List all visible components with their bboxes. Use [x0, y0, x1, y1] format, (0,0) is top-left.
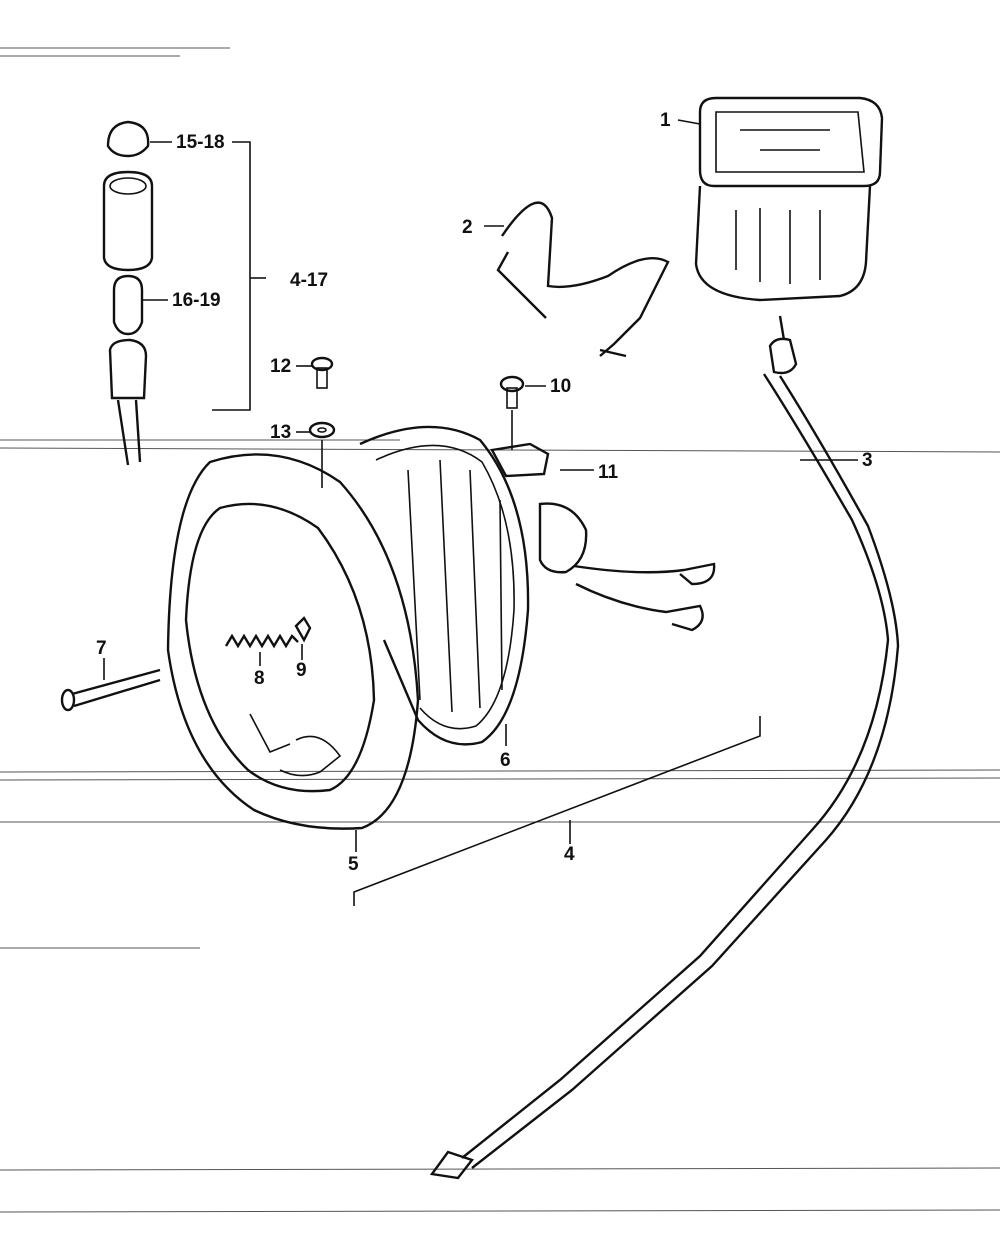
headlight-unit-6	[359, 425, 716, 746]
mount-bracket-11	[490, 442, 550, 478]
callout-7: 7	[96, 638, 107, 659]
callout-6: 6	[500, 750, 511, 771]
callout-4-17: 4-17	[290, 270, 328, 291]
spring-8	[224, 633, 299, 649]
bulb-socket-assembly	[102, 120, 154, 466]
washer-13	[308, 421, 336, 488]
speedometer-cable-3	[429, 315, 900, 1180]
callout-5: 5	[348, 854, 359, 875]
callout-13: 13	[270, 422, 291, 443]
callout-10: 10	[550, 376, 571, 397]
nut-9	[294, 616, 312, 643]
bracket-4	[353, 716, 761, 906]
screw-10	[499, 375, 525, 450]
leader-lines	[103, 119, 858, 852]
callout-16-19: 16-19	[172, 290, 221, 311]
bracket-4-17	[212, 141, 251, 411]
adjust-screw-7	[60, 668, 161, 712]
headlight-rim-5	[166, 453, 420, 830]
callout-8: 8	[254, 668, 265, 689]
screw-12	[310, 356, 334, 389]
callout-1: 1	[660, 110, 671, 131]
callout-11: 11	[598, 462, 619, 483]
wire-harness-2	[496, 201, 670, 358]
callout-15-18: 15-18	[176, 132, 225, 153]
scan-noise	[0, 47, 1000, 1213]
callout-2: 2	[462, 217, 473, 238]
callout-3: 3	[862, 450, 873, 471]
speedometer-1	[694, 96, 884, 302]
callout-9: 9	[296, 660, 307, 681]
callout-12: 12	[270, 356, 291, 377]
callout-4: 4	[564, 844, 575, 865]
